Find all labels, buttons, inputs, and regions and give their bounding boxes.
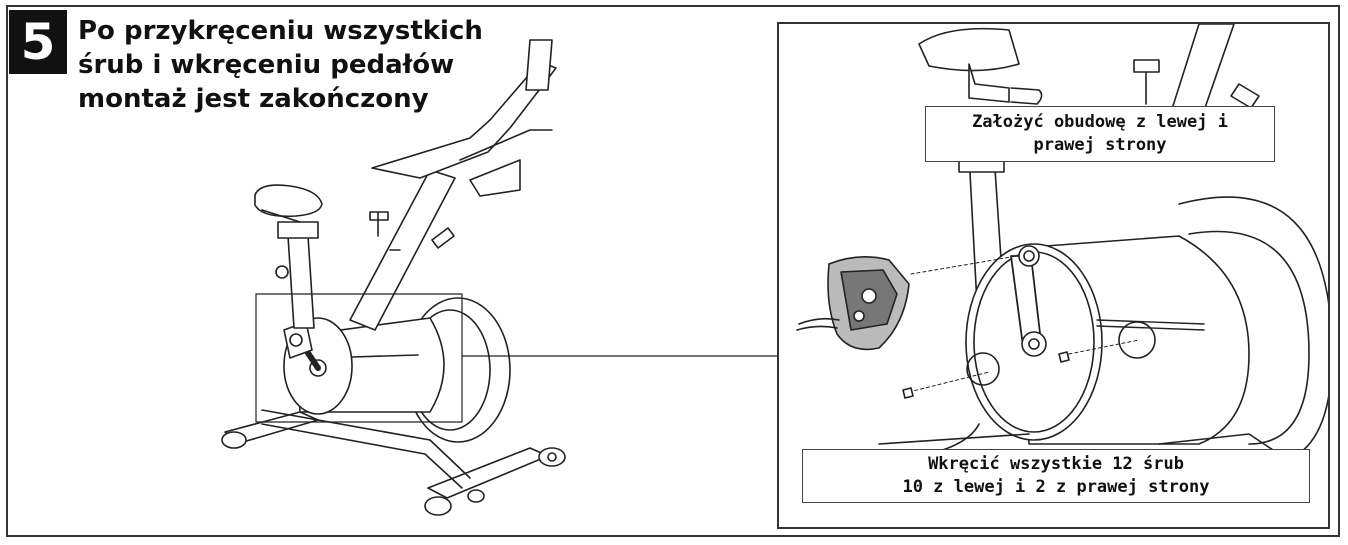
- step-number-badge: 5: [9, 10, 67, 74]
- screw-icon: [902, 351, 1070, 399]
- screws-callout-line-1: Wkręcić wszystkie 12 śrub: [928, 454, 1184, 474]
- step-title: Po przykręceniu wszystkich śrub i wkręce…: [78, 14, 538, 116]
- step-title-line-2: śrub i wkręceniu pedałów: [78, 50, 455, 80]
- instruction-frame: [6, 5, 1340, 537]
- cover-callout: Założyć obudowę z lewej i prawej strony: [925, 106, 1275, 162]
- cover-callout-line-1: Założyć obudowę z lewej i: [972, 112, 1228, 132]
- screws-callout-line-2: 10 z lewej i 2 z prawej strony: [902, 477, 1210, 497]
- step-title-line-1: Po przykręceniu wszystkich: [78, 16, 483, 46]
- flywheel-cover-detail-illustration: [796, 24, 1328, 466]
- screws-callout: Wkręcić wszystkie 12 śrub 10 z lewej i 2…: [802, 449, 1310, 503]
- pedal-icon: [796, 256, 910, 351]
- step-number: 5: [20, 13, 56, 71]
- step-title-line-3: montaż jest zakończony: [78, 84, 429, 114]
- detail-panel: Założyć obudowę z lewej i prawej strony …: [777, 22, 1330, 529]
- cover-callout-line-2: prawej strony: [1033, 135, 1167, 155]
- exercise-bike-illustration: [221, 39, 779, 516]
